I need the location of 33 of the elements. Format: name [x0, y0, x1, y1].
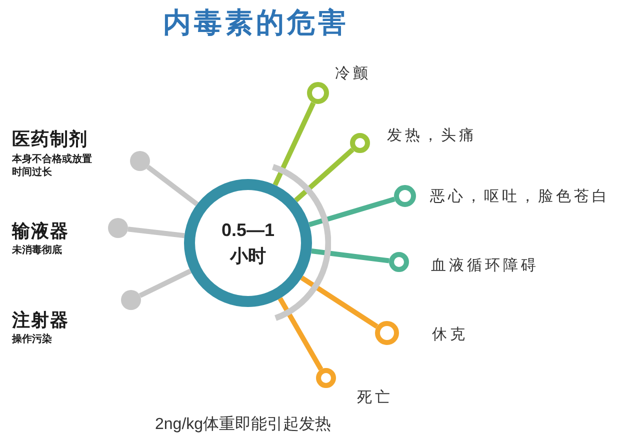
title: 内毒素的危害 [163, 5, 349, 41]
symptom-label: 死亡 [357, 387, 393, 407]
source-note: 操作污染 [12, 333, 53, 346]
connector-line [146, 165, 199, 206]
connector-line [308, 196, 396, 228]
symptom-label: 休克 [432, 324, 468, 344]
connector-line [294, 148, 354, 202]
ring-icon [316, 368, 336, 388]
connector-line [278, 297, 324, 371]
source-label: 医药制剂 [12, 129, 88, 151]
caption: 2ng/kg体重即能引起发热 [155, 414, 332, 435]
symptom-label: 冷颤 [335, 63, 371, 83]
dot-icon [121, 290, 141, 310]
ring-icon [389, 252, 409, 272]
ring-icon [350, 133, 370, 153]
source-label: 输液器 [12, 221, 69, 243]
source-note: 本身不合格或放置时间过长 [12, 153, 93, 179]
dot-icon [130, 151, 150, 171]
source-note: 未消毒彻底 [12, 244, 63, 257]
connector-line [300, 276, 378, 329]
time-label: 0.5—1 小时 [220, 219, 276, 268]
symptom-label: 发热，头痛 [387, 125, 477, 145]
connector-line [128, 226, 185, 238]
symptom-label: 恶心，呕吐，脸色苍白 [430, 186, 610, 206]
dot-icon [108, 218, 128, 238]
hub-circle [184, 179, 312, 307]
connector-line [138, 268, 192, 298]
connector-line [311, 248, 390, 264]
ring-icon [307, 82, 329, 104]
ring-icon [375, 321, 399, 345]
ring-icon [394, 185, 416, 207]
source-label: 注射器 [12, 310, 69, 332]
symptom-label: 血液循环障碍 [431, 255, 539, 275]
